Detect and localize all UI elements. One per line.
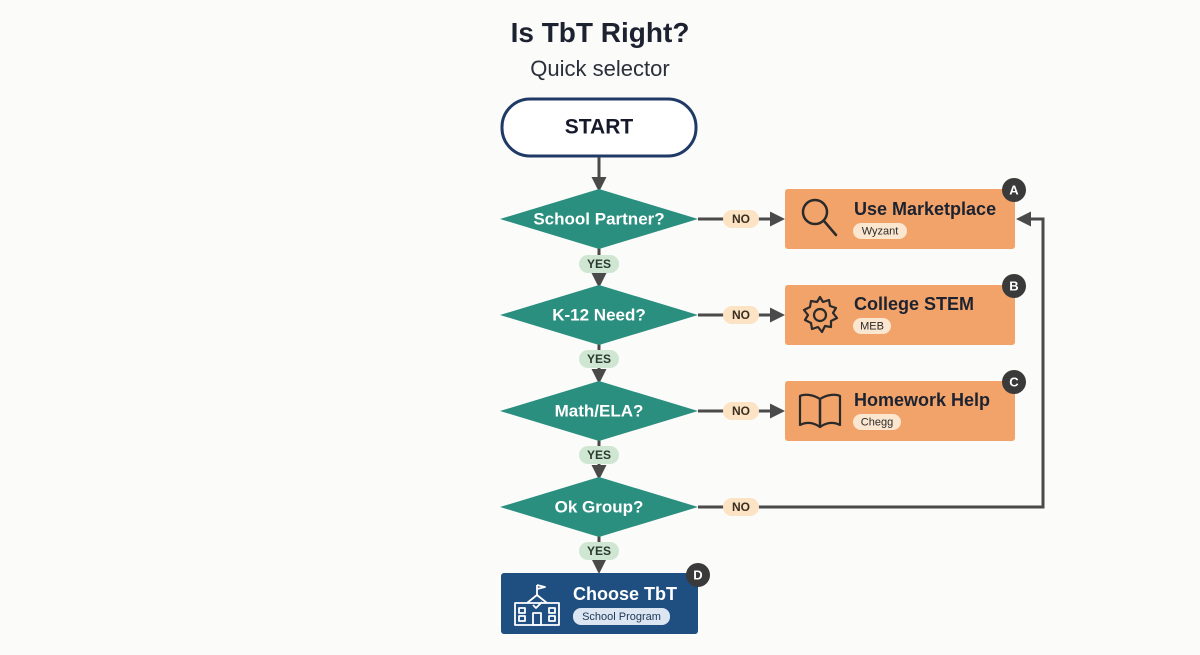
decision-1: School Partner? xyxy=(500,189,698,249)
yes-label: YES xyxy=(587,352,611,366)
no-label: NO xyxy=(732,212,750,226)
no-label: NO xyxy=(732,404,750,418)
result-title: College STEM xyxy=(854,294,974,314)
no-label: NO xyxy=(732,308,750,322)
yes-label: YES xyxy=(587,544,611,558)
final-title: Choose TbT xyxy=(573,584,677,604)
yes-pill-1: YES xyxy=(579,255,619,273)
no-connectors xyxy=(698,211,1045,509)
decision-question: School Partner? xyxy=(533,209,664,228)
badge-c xyxy=(1002,370,1026,394)
magnifier-icon xyxy=(801,198,838,237)
school-building-icon xyxy=(514,584,560,626)
result-b: College STEM MEB B xyxy=(785,274,1026,345)
result-title: Homework Help xyxy=(854,390,990,410)
connector-d4-no-loop xyxy=(698,211,1045,509)
badge-a xyxy=(1002,178,1026,202)
open-book-icon xyxy=(798,393,842,429)
final-tag: School Program xyxy=(582,611,661,623)
gear-icon xyxy=(802,295,839,334)
decision-4: Ok Group? xyxy=(500,477,698,537)
decision-question: Math/ELA? xyxy=(555,401,644,420)
final-node: Choose TbT School Program D xyxy=(501,563,710,634)
badge-label: D xyxy=(693,567,702,582)
badge-label: C xyxy=(1009,374,1019,389)
badge-d xyxy=(686,563,710,587)
yes-label: YES xyxy=(587,257,611,271)
decision-2: K-12 Need? xyxy=(500,285,698,345)
no-pill-1: NO xyxy=(723,210,759,228)
yes-pill-2: YES xyxy=(579,350,619,368)
result-a: Use Marketplace Wyzant A xyxy=(785,178,1026,249)
decision-question: K-12 Need? xyxy=(552,305,646,324)
badge-b xyxy=(1002,274,1026,298)
page-title: Is TbT Right? xyxy=(510,17,690,48)
decision-3: Math/ELA? xyxy=(500,381,698,441)
yes-pill-4: YES xyxy=(579,542,619,560)
result-title: Use Marketplace xyxy=(854,199,996,219)
result-c: Homework Help Chegg C xyxy=(785,370,1026,441)
result-tag: Wyzant xyxy=(862,225,899,237)
badge-label: B xyxy=(1009,278,1018,293)
decision-question: Ok Group? xyxy=(555,497,644,516)
start-node: START xyxy=(500,97,698,158)
badge-label: A xyxy=(1009,182,1019,197)
no-pill-3: NO xyxy=(723,402,759,420)
yes-label: YES xyxy=(587,448,611,462)
no-label: NO xyxy=(732,500,750,514)
no-pill-2: NO xyxy=(723,306,759,324)
result-tag: Chegg xyxy=(861,416,893,428)
result-tag: MEB xyxy=(860,320,884,332)
page-subtitle: Quick selector xyxy=(530,56,670,81)
start-label: START xyxy=(565,116,634,139)
no-pill-4: NO xyxy=(723,498,759,516)
yes-pill-3: YES xyxy=(579,446,619,464)
